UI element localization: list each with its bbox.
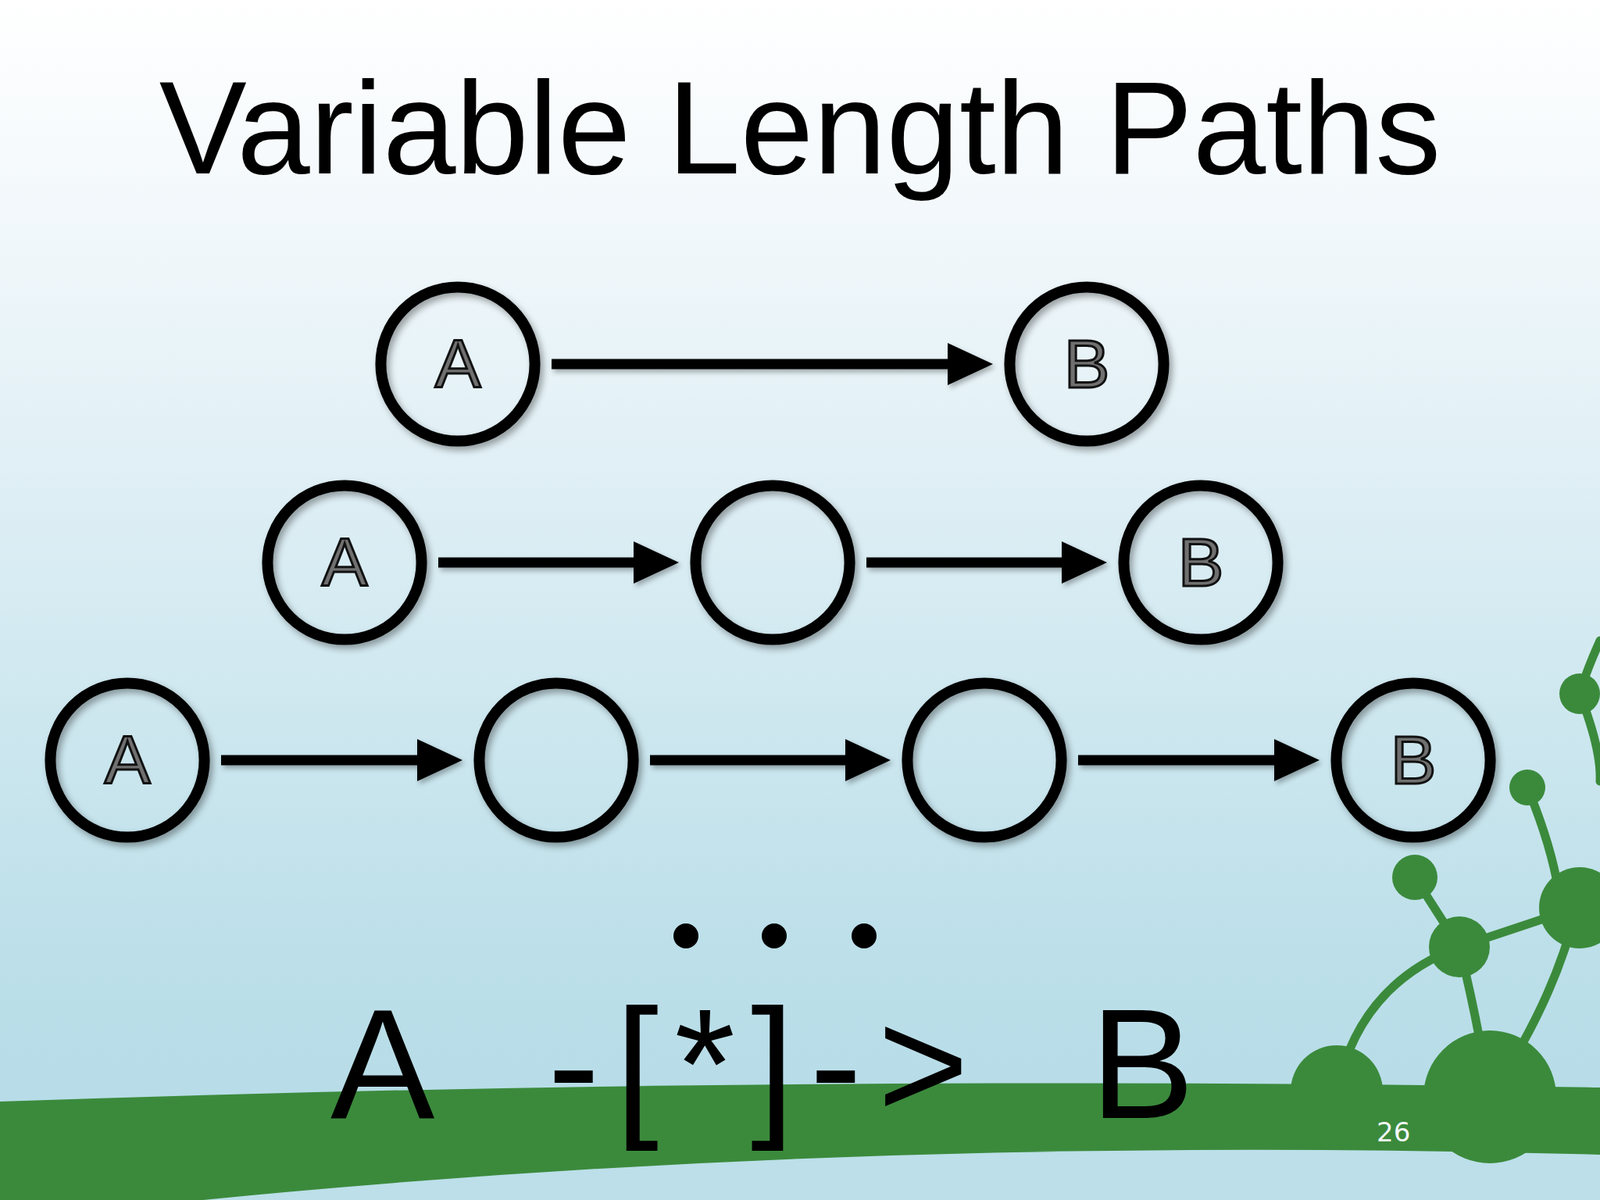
arrow-connector xyxy=(1078,739,1320,782)
connector-line xyxy=(438,557,637,568)
arrowhead xyxy=(417,739,463,782)
path-node-circle: B xyxy=(1117,479,1284,646)
circle-shape xyxy=(1335,682,1490,837)
circle-shape xyxy=(1009,286,1164,441)
ball xyxy=(1539,867,1600,949)
circle-shape xyxy=(380,286,535,441)
arrow-connector xyxy=(551,342,993,386)
arrowhead xyxy=(947,342,993,386)
connector-line xyxy=(551,359,951,370)
hill-lower-band xyxy=(203,1150,1600,1200)
path-node-circle xyxy=(473,677,640,843)
connector-line xyxy=(1078,755,1278,766)
connector-line xyxy=(221,755,421,766)
node-letter: A xyxy=(321,528,368,597)
arrow-connector xyxy=(438,541,679,584)
circle-outline xyxy=(473,677,640,843)
node-letter: B xyxy=(1390,725,1437,795)
path-node-circle: A xyxy=(261,479,428,646)
path-node-circle xyxy=(901,677,1068,843)
connector-line xyxy=(650,755,849,766)
circle-shape xyxy=(50,682,204,837)
molecule-decoration xyxy=(1336,640,1600,1097)
ball xyxy=(1392,854,1438,900)
circle-shape xyxy=(907,682,1061,837)
circle-outline xyxy=(689,479,856,646)
arrow-connector xyxy=(650,739,891,782)
arrowhead xyxy=(1061,541,1108,584)
ball xyxy=(1559,673,1600,715)
title-text: Variable Length Paths xyxy=(159,54,1442,202)
node-letter: B xyxy=(1178,528,1225,597)
ball xyxy=(1428,916,1490,978)
molecule-balls xyxy=(1290,673,1600,1164)
label-text: 26 xyxy=(1376,1116,1411,1148)
arrowhead xyxy=(633,541,679,584)
ellipsis-dots xyxy=(673,923,877,949)
circle-shape xyxy=(267,485,422,640)
path-node-circle: A xyxy=(375,281,541,447)
circle-shape xyxy=(478,682,633,837)
dot xyxy=(851,923,877,949)
dot xyxy=(761,923,787,949)
ball xyxy=(1290,1045,1383,1138)
dot xyxy=(673,923,699,949)
node-letter: B xyxy=(1064,329,1111,399)
page-number: 26 xyxy=(1376,1118,1411,1146)
ball xyxy=(1509,769,1546,806)
arrowhead xyxy=(845,739,891,782)
circle-shape xyxy=(1123,485,1278,640)
ball xyxy=(1423,1030,1557,1164)
label-text: A -[*]-> B xyxy=(330,976,1211,1151)
connector-line xyxy=(866,557,1065,568)
arrow-connector xyxy=(221,739,463,782)
arrow-connector xyxy=(866,541,1108,584)
circle-outline xyxy=(901,677,1068,843)
path-node-circle: B xyxy=(1003,281,1170,447)
path-node-circle: A xyxy=(44,677,211,843)
pattern-syntax: A -[*]-> B xyxy=(330,985,1211,1143)
path-node-circle xyxy=(689,479,856,646)
circle-shape xyxy=(695,485,850,640)
slide-title: Variable Length Paths xyxy=(0,62,1600,194)
node-letter: A xyxy=(104,725,151,795)
path-node-circle: B xyxy=(1330,677,1497,843)
arrowhead xyxy=(1274,739,1320,782)
node-letter: A xyxy=(435,329,482,399)
